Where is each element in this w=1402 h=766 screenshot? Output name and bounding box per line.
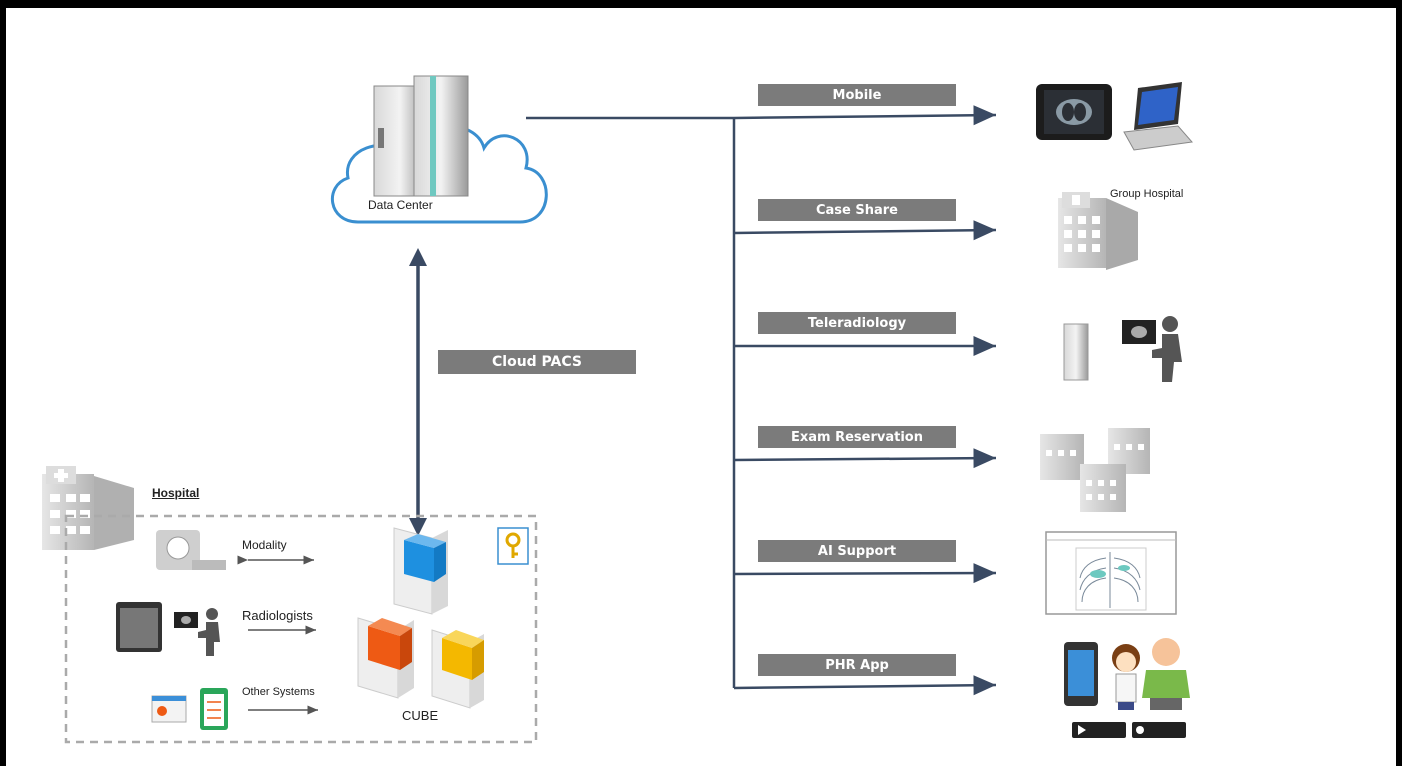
key-icon [497, 527, 529, 565]
hospital-boundary [64, 514, 538, 744]
service-label-teleradiology: Teleradiology [758, 312, 956, 334]
data-center-server-icon [373, 75, 469, 197]
arrow-case-share [733, 220, 997, 241]
cube-orange-icon [357, 617, 414, 699]
service-label-phr-app: PHR App [758, 654, 956, 676]
hospital-title: Hospital [152, 486, 200, 500]
smartphone-icon [1064, 642, 1098, 706]
modality-scanner-icon [156, 530, 226, 570]
app-store-badges-icon [1072, 722, 1186, 738]
radiologist-icon [198, 608, 220, 656]
monitor-icon [1122, 320, 1156, 344]
diagram-graphics [42, 75, 1193, 744]
tablet-icon [1036, 84, 1112, 140]
clipboard-icon [200, 688, 228, 730]
laptop-icon [1123, 82, 1193, 151]
woman-icon [1112, 644, 1140, 710]
radiologists-label: Radiologists [242, 608, 313, 623]
modality-label: Modality [242, 538, 287, 552]
arrow-exam-reservation [733, 448, 997, 469]
arrow-mobile [733, 105, 997, 126]
service-label-mobile: Mobile [758, 84, 956, 106]
diagram-canvas: Data Center Cloud PACS Mobile Case Share… [6, 8, 1396, 766]
monitor-icon [174, 612, 198, 628]
cube-blue-icon [393, 527, 448, 615]
chart-window-icon [151, 695, 187, 723]
cube-yellow-icon [431, 629, 484, 709]
arrow-up-icon [409, 248, 427, 266]
arrow-ai-support [733, 563, 997, 584]
group-hospital-building-icon [1058, 192, 1138, 270]
service-label-exam-reservation: Exam Reservation [758, 426, 956, 448]
exam-reservation-buildings-icon [1040, 428, 1150, 512]
cube-label: CUBE [402, 708, 439, 723]
other-systems-label: Other Systems [242, 686, 315, 698]
workstation-icon [116, 602, 162, 652]
cloud-pacs-label: Cloud PACS [438, 350, 636, 374]
data-center-label: Data Center [368, 198, 433, 212]
group-hospital-label: Group Hospital [1110, 188, 1184, 200]
service-label-ai-support: AI Support [758, 540, 956, 562]
man-icon [1142, 638, 1190, 710]
hospital-building-icon [42, 466, 134, 550]
radiologist-icon [1152, 316, 1182, 382]
service-label-case-share: Case Share [758, 199, 956, 221]
arrow-phr-app [733, 675, 997, 696]
ai-xray-window-icon [1045, 531, 1177, 615]
arrow-down-icon [409, 518, 427, 536]
teleradiology-server-icon [1063, 323, 1089, 381]
